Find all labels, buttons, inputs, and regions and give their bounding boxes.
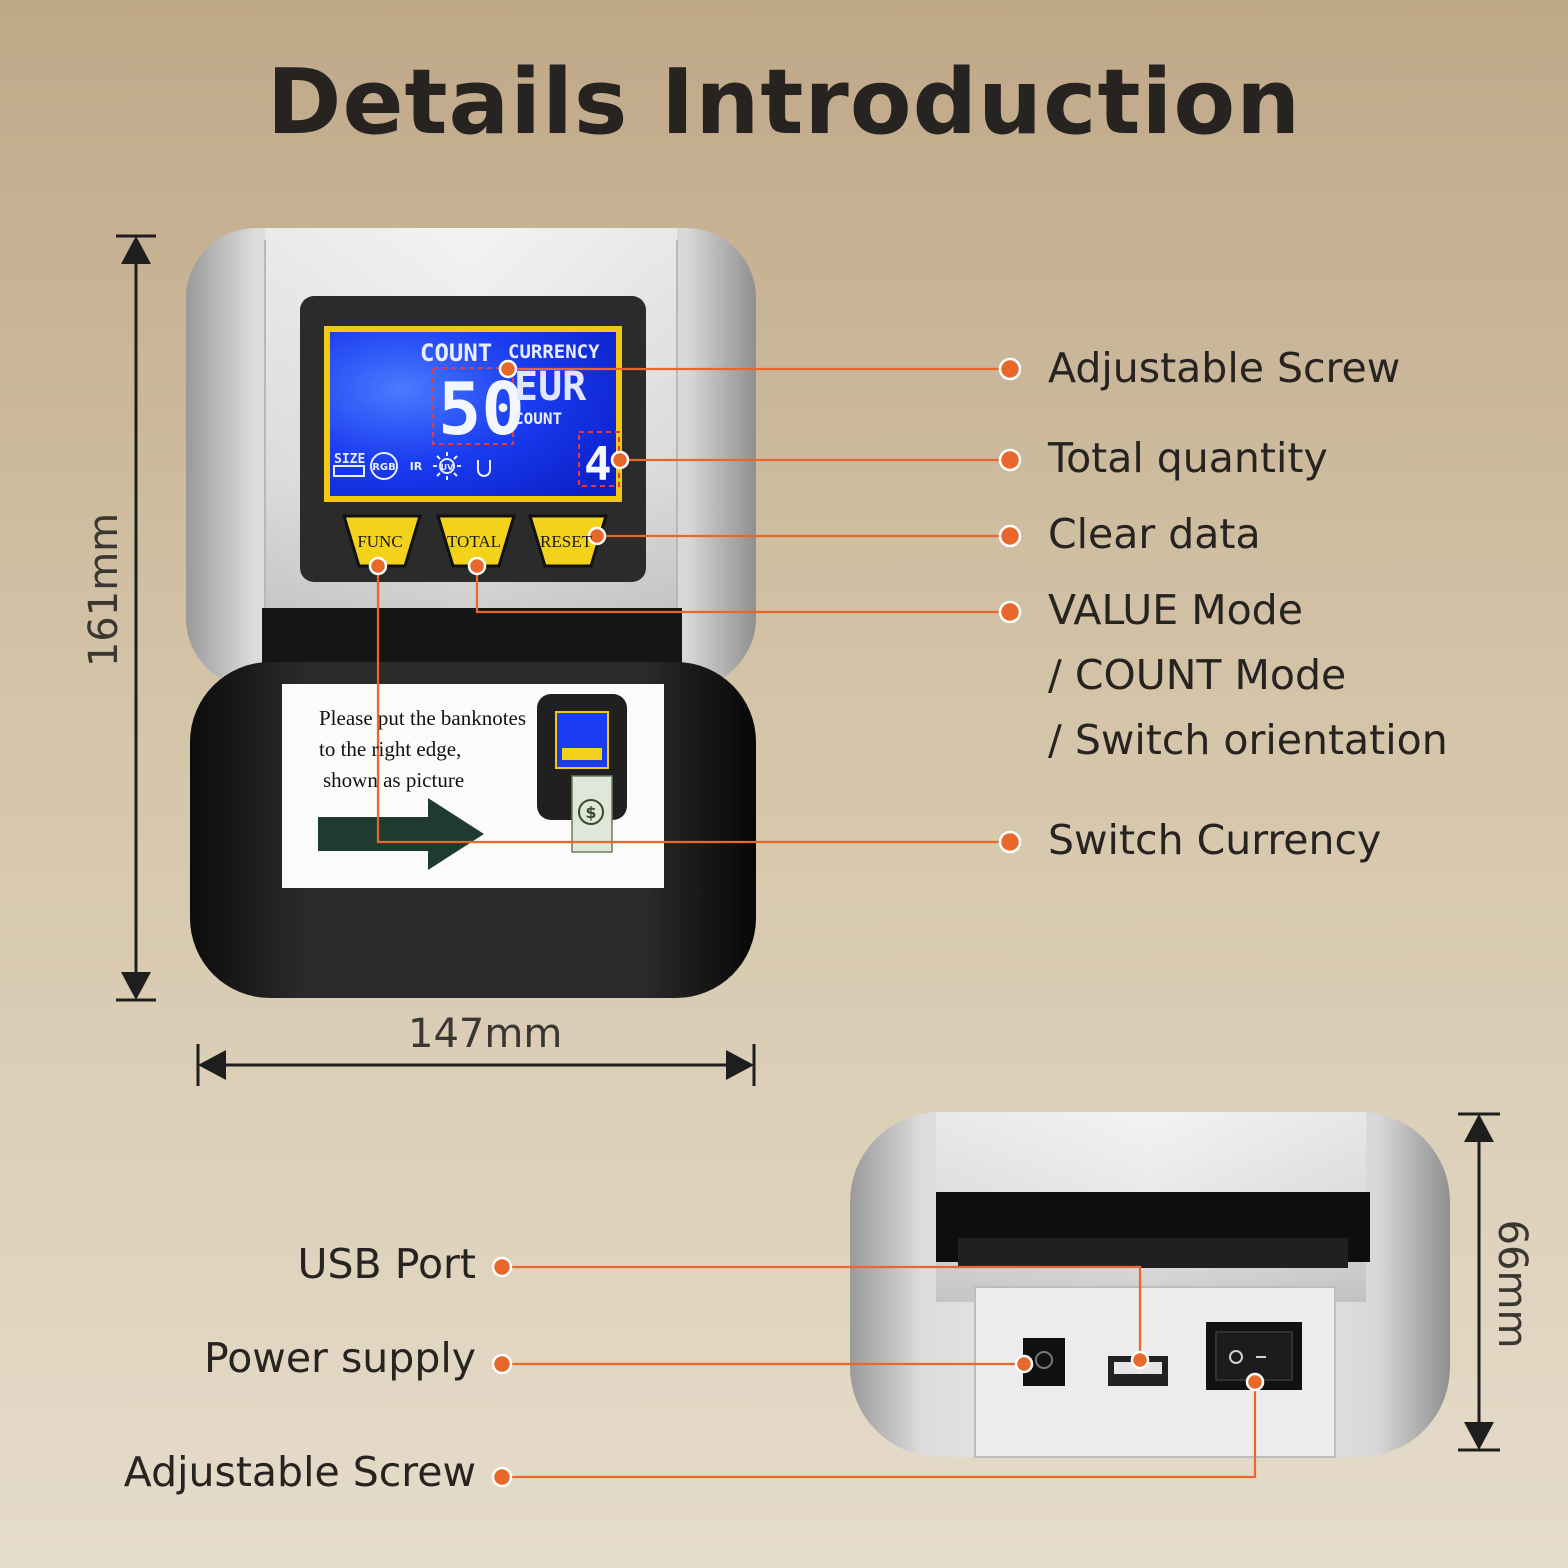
lcd-ir-icon: IR [410, 460, 423, 473]
lcd-size-label: SIZE [334, 452, 365, 467]
power-on-label: O [1236, 1361, 1237, 1363]
back-device [850, 1112, 1450, 1458]
width-dimension-label: 147mm [408, 1011, 563, 1057]
label-total-quantity: Total quantity [1048, 434, 1328, 482]
reset-button[interactable] [527, 514, 609, 568]
leader-lines [376, 367, 1257, 1479]
lcd-uv-icon: UV [441, 463, 454, 472]
page-title: Details Introduction [266, 50, 1302, 155]
lcd-total-value: 4 [584, 437, 612, 491]
dimension-arrows [116, 234, 1500, 1452]
label-clear-data: Clear data [1048, 510, 1261, 558]
label-adjustable-screw-back: Adjustable Screw [123, 1448, 476, 1496]
label-count-mode: / COUNT Mode [1048, 651, 1347, 699]
label-value-mode: VALUE Mode [1048, 586, 1303, 634]
label-usb-port: USB Port [297, 1240, 476, 1288]
reset-button-label: RESET [540, 532, 593, 551]
label-switch-orientation: / Switch orientation [1048, 716, 1448, 764]
callout-dots [368, 357, 1265, 1488]
total-button-label: TOTAL [447, 532, 501, 551]
lcd-currency-value: EUR [514, 364, 587, 410]
label-switch-currency: Switch Currency [1048, 816, 1382, 864]
total-button[interactable] [435, 514, 517, 568]
arrow-icon [318, 798, 484, 870]
depth-dimension-label: 66mm [1489, 1219, 1535, 1349]
lcd-count-label: COUNT [420, 339, 492, 367]
func-button-label: FUNC [357, 532, 402, 551]
height-dimension-label: 161mm [81, 512, 127, 668]
banknote-icon: $ [585, 803, 596, 822]
power-on-symbol-icon [1229, 1350, 1243, 1364]
instruction-line-3: shown as picture [323, 768, 464, 792]
lcd-count-value: 50 [438, 367, 525, 451]
func-button[interactable] [341, 514, 423, 568]
lcd-rgb-icon: RGB [372, 462, 396, 473]
front-device: $ [186, 228, 756, 998]
lcd-count-sublabel: COUNT [514, 409, 562, 428]
instruction-line-1: Please put the banknotes [319, 706, 526, 730]
instruction-line-2: to the right edge, [319, 737, 461, 761]
lcd-currency-label: CURRENCY [508, 341, 600, 363]
label-power-supply: Power supply [203, 1334, 476, 1382]
label-adjustable-screw-front: Adjustable Screw [1048, 344, 1401, 392]
